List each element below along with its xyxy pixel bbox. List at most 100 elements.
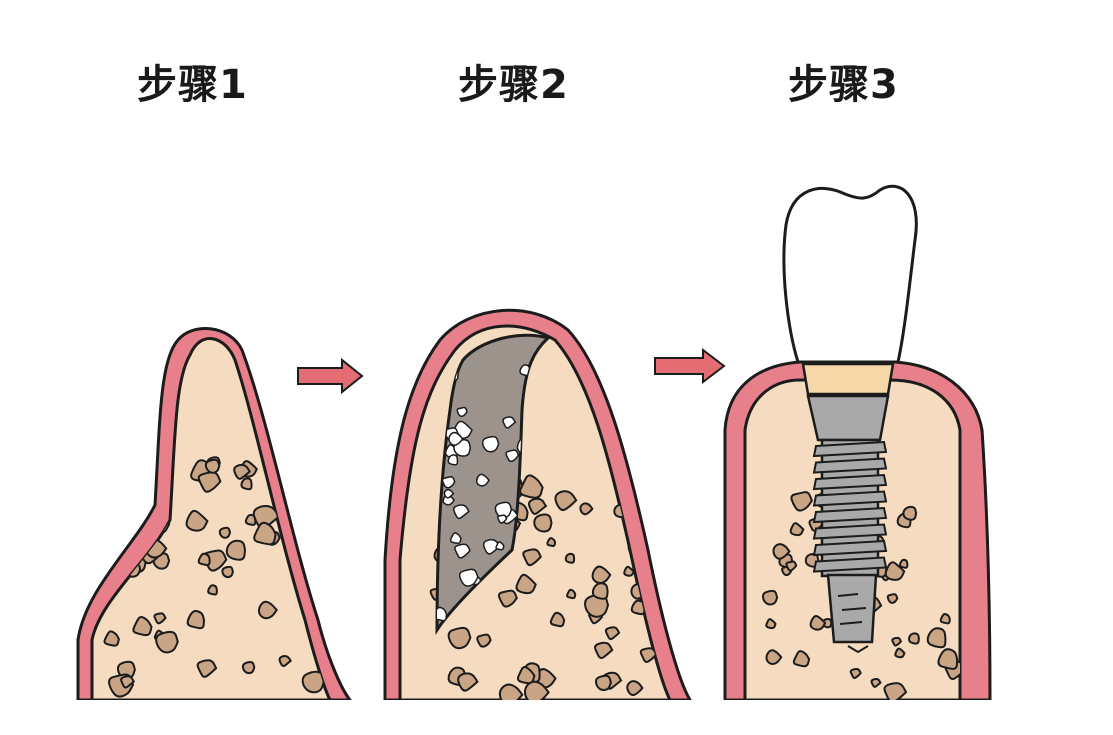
bone-particle xyxy=(197,552,211,567)
bone-particle xyxy=(522,548,542,567)
bone-particle xyxy=(926,627,947,649)
implant-thread xyxy=(812,457,888,474)
bone-particle xyxy=(301,670,325,694)
implant-thread xyxy=(812,539,888,557)
bone-particle xyxy=(937,648,959,670)
bone-particle xyxy=(103,630,120,647)
bone-particle xyxy=(498,683,524,700)
bone-particle xyxy=(241,660,256,675)
implant-thread xyxy=(812,473,888,491)
bone-particle xyxy=(639,647,658,663)
bone-particle xyxy=(497,514,508,524)
bone-particle xyxy=(302,522,321,540)
bone-particle xyxy=(546,537,557,547)
bone-particle xyxy=(443,488,455,499)
bone-particle xyxy=(497,589,518,608)
bone-particle xyxy=(564,552,576,564)
bone-particle xyxy=(448,431,464,446)
bone-particle xyxy=(475,473,490,487)
implant-thread xyxy=(812,490,888,507)
bone-particle xyxy=(939,613,951,625)
bone-particle xyxy=(515,573,537,595)
bone-particle xyxy=(870,677,882,688)
bone-particle xyxy=(441,476,456,489)
bone-particle xyxy=(454,543,471,559)
right-arrow-icon xyxy=(654,347,726,385)
bone-particle xyxy=(527,497,548,515)
bone-particle xyxy=(495,541,505,551)
implant-abutment xyxy=(806,394,890,442)
bone-particle xyxy=(456,406,468,418)
bone-particle xyxy=(457,672,479,692)
bone-particle xyxy=(253,521,277,546)
crown-collar xyxy=(801,362,895,396)
bone-particle xyxy=(196,659,218,678)
right-arrow-icon xyxy=(297,357,364,395)
bone-particle xyxy=(594,641,614,660)
implant-screw xyxy=(812,438,888,578)
bone-particle xyxy=(120,675,136,689)
bone-particle xyxy=(502,416,517,429)
bone-particle xyxy=(792,650,811,668)
bone-particle xyxy=(257,600,278,620)
bone-particle xyxy=(894,647,906,659)
bone-particle xyxy=(107,523,125,539)
bone-particle xyxy=(204,458,221,474)
bone-particle xyxy=(891,636,903,647)
implant-thread xyxy=(812,506,888,524)
bone-particle xyxy=(476,633,492,648)
bone-particle xyxy=(772,543,791,560)
bone-particle xyxy=(809,615,827,631)
bone-particle xyxy=(604,626,621,641)
bone-particle xyxy=(765,618,777,630)
bone-particle xyxy=(849,667,862,679)
bone-particle xyxy=(240,477,253,491)
bone-particle xyxy=(579,502,594,516)
bone-particle xyxy=(185,509,209,532)
bone-particle xyxy=(623,565,635,577)
bone-particle xyxy=(886,593,899,604)
bone-particle xyxy=(761,589,779,606)
bone-particle xyxy=(516,666,536,685)
bone-particle xyxy=(233,463,252,480)
bone-particle xyxy=(310,554,326,569)
bone-particle xyxy=(452,504,470,520)
bone-particle xyxy=(118,446,139,465)
bone-particle xyxy=(790,491,814,512)
bone-particle xyxy=(225,539,247,561)
step-1-bone xyxy=(90,337,333,702)
bone-particle xyxy=(494,501,513,519)
bone-particle xyxy=(132,616,153,637)
bone-particle xyxy=(505,449,520,463)
bone-particle xyxy=(252,505,281,530)
bone-particle xyxy=(591,582,609,600)
bone-particle xyxy=(591,565,612,585)
bone-particle xyxy=(449,532,462,545)
implant-thread xyxy=(812,440,888,458)
bone-particle xyxy=(554,490,578,512)
step-2-ridge xyxy=(380,308,700,735)
bone-particle xyxy=(244,513,257,526)
implant-thread xyxy=(812,556,888,573)
bone-particle xyxy=(447,454,459,466)
implant-thread xyxy=(812,523,888,540)
bone-particle xyxy=(594,674,612,692)
bone-particle xyxy=(278,655,293,667)
bone-particle xyxy=(221,565,234,579)
bone-particle xyxy=(207,584,218,596)
bone-particle xyxy=(481,435,500,453)
bone-particle xyxy=(626,680,644,697)
bone-particle xyxy=(218,526,232,539)
bone-particle xyxy=(883,682,908,700)
bone-particle xyxy=(519,474,544,499)
bone-particle xyxy=(533,513,553,533)
bone-particle xyxy=(902,505,918,521)
bone-particle xyxy=(566,588,577,600)
bone-particle xyxy=(153,612,167,625)
step-1-title: 步骤1 xyxy=(137,62,248,108)
bone-particle xyxy=(789,522,805,537)
bone-particle xyxy=(899,558,909,569)
bone-particle xyxy=(549,611,566,628)
